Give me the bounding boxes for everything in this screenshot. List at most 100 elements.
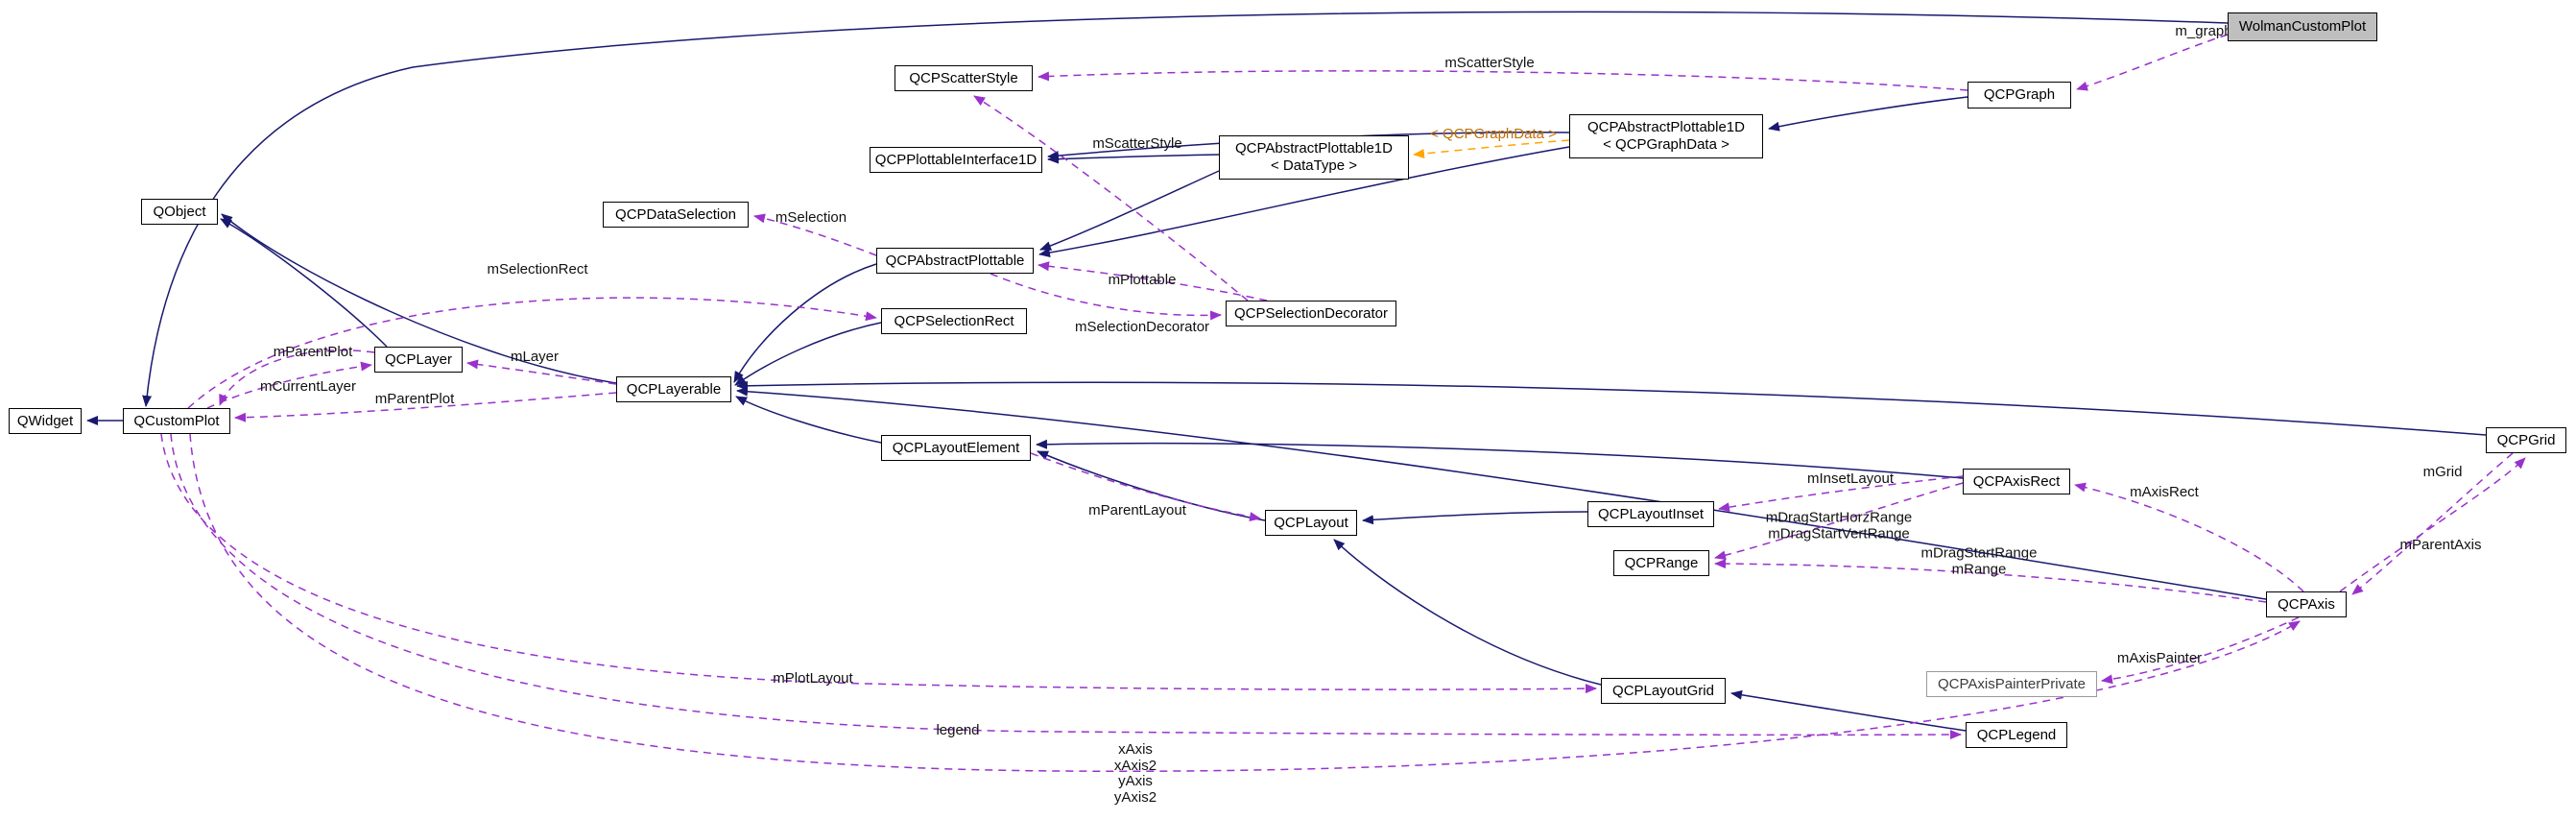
class-node-label: QCPAbstractPlottable [885, 252, 1025, 269]
class-node-qcprange[interactable]: QCPRange [1613, 550, 1709, 576]
edge-abstractplottable-inherits-layerable [733, 263, 877, 383]
edge-mplottable [1038, 261, 1268, 301]
class-node-label: QCPLayer [384, 350, 453, 368]
class-node-label: QCPAxisRect [1972, 472, 2061, 490]
edge-ap1ddatatype-inherits-interface1d [1047, 154, 1220, 164]
class-node-qcplayoutinset[interactable]: QCPLayoutInset [1587, 501, 1714, 527]
edge-label-mscatterstyle-decorator: mScatterStyle [1092, 134, 1182, 152]
class-node-label: QCPRange [1624, 554, 1699, 571]
class-node-qobject[interactable]: QObject [141, 199, 218, 225]
class-node-qcpaxispainterprivate[interactable]: QCPAxisPainterPrivate [1926, 671, 2097, 697]
edge-layout-inherits-layoutelement [1037, 450, 1266, 521]
edge-mselectiondecorator [990, 273, 1222, 321]
class-node-label: QCustomPlot [133, 412, 220, 429]
class-node-label: QCPAxisPainterPrivate [1938, 675, 2086, 692]
edge-label-mscatterstyle-graph: mScatterStyle [1444, 54, 1535, 71]
class-node-label: QCPAxis [2278, 595, 2335, 613]
class-node-qcplayerable[interactable]: QCPLayerable [616, 376, 731, 402]
class-node-qcplayoutgrid[interactable]: QCPLayoutGrid [1601, 678, 1726, 704]
class-node-label: WolmanCustomPlot [2238, 18, 2367, 35]
class-node-qcpaxisrect[interactable]: QCPAxisRect [1963, 469, 2070, 494]
edge-mrange [1714, 559, 2267, 603]
edge-label-mplottable: mPlottable [1108, 271, 1177, 288]
class-node-qwidget[interactable]: QWidget [9, 408, 82, 434]
edge-template-instantiation [1413, 139, 1570, 158]
class-node-qcustomplot[interactable]: QCustomPlot [123, 408, 230, 434]
class-node-label: QWidget [16, 412, 74, 429]
edge-mdragstart-ranges [1714, 482, 1964, 561]
edge-maxispainter [2101, 616, 2300, 685]
edge-maxisrect [2074, 482, 2304, 592]
class-node-qcplegend[interactable]: QCPLegend [1966, 722, 2067, 748]
class-node-qcpselectiondecorator[interactable]: QCPSelectionDecorator [1226, 301, 1396, 326]
class-node-qcpgrid[interactable]: QCPGrid [2486, 427, 2566, 453]
edge-qcpgraph-inherits-ap1dgraphdata [1768, 96, 1968, 132]
class-node-qcplayer[interactable]: QCPLayer [374, 347, 463, 373]
edge-layoutinset-inherits-layout [1362, 511, 1588, 525]
class-node-wolmancustomplot[interactable]: WolmanCustomPlot [2228, 12, 2377, 41]
class-node-label: QCPAbstractPlottable1D [1235, 140, 1393, 157]
edge-label-maxispainter: mAxisPainter [2116, 649, 2203, 666]
edge-axis-inherits-layerable [736, 386, 2267, 600]
edge-label-mparentplot-layer: mParentPlot [273, 343, 353, 360]
class-node-label: QCPScatterStyle [909, 69, 1018, 86]
edge-label-template-instantiation: < QCPGraphData > [1430, 125, 1557, 142]
class-node-qcpdataselection[interactable]: QCPDataSelection [603, 202, 749, 228]
edge-label-mplotlayout: mPlotLayout [773, 669, 853, 687]
edge-layoutgrid-inherits-layout [1333, 539, 1602, 686]
class-node-qcpscatterstyle[interactable]: QCPScatterStyle [894, 65, 1033, 91]
edge-label-mparentlayout: mParentLayout [1088, 501, 1186, 519]
edge-label-legend: legend [936, 721, 980, 738]
class-node-qcplayoutelement[interactable]: QCPLayoutElement [881, 435, 1031, 461]
edge-grid-inherits-layerable [736, 380, 2487, 436]
edge-label-m-graph: m_graph [2175, 22, 2232, 39]
edge-mgrid [2339, 457, 2526, 592]
class-node-label: QCPGraph [1983, 86, 2056, 103]
edge-label-maxisrect: mAxisRect [2130, 483, 2199, 500]
edge-mlayer [466, 359, 617, 385]
edge-mparentaxis [2351, 452, 2514, 595]
edge-label-mparentplot-layerable: mParentPlot [374, 390, 455, 407]
edge-label-mselection: mSelection [775, 208, 847, 226]
class-node-qcplayout[interactable]: QCPLayout [1265, 510, 1357, 536]
class-node-qcpselectionrect[interactable]: QCPSelectionRect [881, 308, 1027, 334]
class-node-qcpplottableinterface1d[interactable]: QCPPlottableInterface1D [870, 147, 1042, 173]
class-node-ap1d_datatype[interactable]: QCPAbstractPlottable1D< DataType > [1219, 135, 1409, 180]
edge-label-minsetlayout: mInsetLayout [1806, 470, 1895, 487]
class-node-label: < QCPGraphData > [1603, 136, 1729, 153]
class-node-label: QCPAbstractPlottable1D [1587, 119, 1745, 135]
edge-label-mselectiondecorator: mSelectionDecorator [1074, 318, 1210, 335]
class-node-qcpgraph[interactable]: QCPGraph [1968, 82, 2071, 109]
class-node-label: QCPGrid [2496, 431, 2556, 448]
class-node-qcpabstractplottable[interactable]: QCPAbstractPlottable [876, 248, 1034, 274]
edge-legend-inherits-layoutgrid [1730, 689, 1967, 732]
class-node-label: QCPLayoutGrid [1612, 682, 1714, 699]
class-node-ap1d_graphdata[interactable]: QCPAbstractPlottable1D< QCPGraphData > [1569, 114, 1763, 158]
class-node-label: QCPLayoutElement [892, 439, 1020, 456]
edge-mplotlayout [160, 433, 1597, 694]
edge-label-mparentaxis: mParentAxis [2399, 536, 2482, 553]
edge-mscatterstyle-graph [1038, 70, 1968, 91]
edge-mselectionrect [187, 297, 877, 409]
edge-ap1dgraphdata-inherits-abstractplottable [1038, 146, 1570, 258]
class-node-label: QCPLayerable [626, 380, 722, 398]
edge-layerable-inherits-qobject [221, 213, 617, 384]
edge-ap1ddatatype-inherits-abstractplottable [1039, 170, 1220, 251]
edge-label-mlayer: mLayer [510, 348, 560, 365]
edge-label-mcurrentlayer: mCurrentLayer [259, 377, 357, 395]
class-node-label: QCPPlottableInterface1D [874, 151, 1038, 168]
class-node-qcpaxis[interactable]: QCPAxis [2266, 591, 2347, 617]
edge-mcurrentlayer [206, 361, 372, 409]
edge-selectionrect-inherits-layerable [734, 322, 882, 386]
edge-axes [189, 433, 2301, 772]
edge-label-mgrid: mGrid [2422, 463, 2463, 480]
edge-minsetlayout [1718, 475, 1964, 513]
class-node-label: QCPLegend [1976, 726, 2057, 743]
edge-layoutelement-inherits-layerable [735, 396, 882, 444]
class-node-label: QCPSelectionRect [894, 312, 1014, 329]
